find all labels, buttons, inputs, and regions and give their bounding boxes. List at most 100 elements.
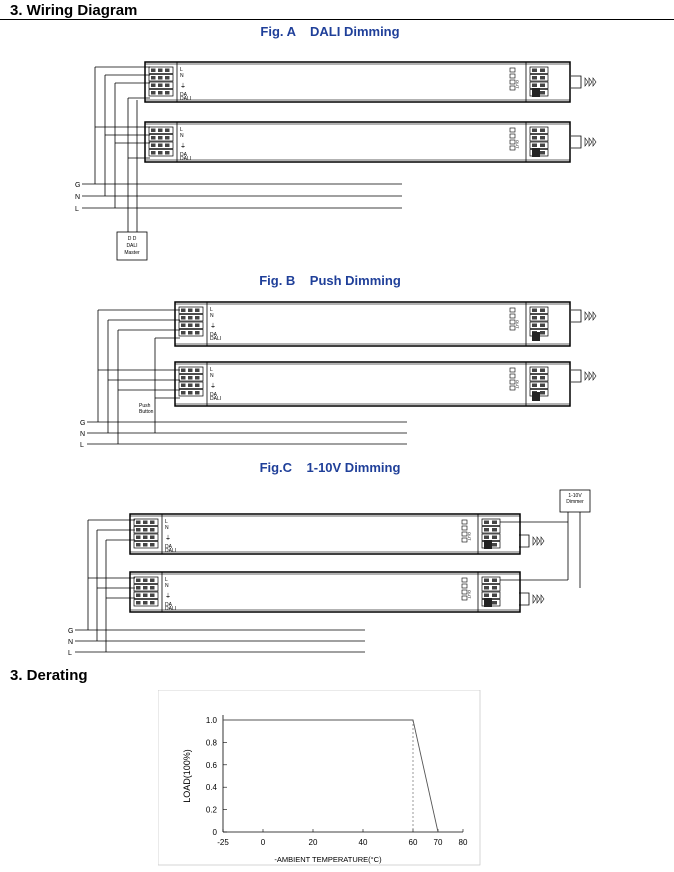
led-diode xyxy=(540,536,545,546)
y-tick-label: 0.6 xyxy=(206,761,218,770)
output-terminal xyxy=(529,126,549,134)
led-lead xyxy=(571,309,582,323)
derating-section-title: 3. Derating xyxy=(10,667,88,684)
terminal-screw xyxy=(158,136,163,140)
terminal-screw xyxy=(136,601,141,605)
led-diode xyxy=(592,77,597,87)
terminal-screw xyxy=(143,528,148,532)
input-terminal-block xyxy=(148,66,174,97)
led-diode xyxy=(592,311,597,321)
terminal-screw xyxy=(143,586,148,590)
fig-c-title: Fig.C 1-10V Dimming xyxy=(259,460,401,475)
led-diode xyxy=(588,371,593,381)
terminal-screw xyxy=(150,593,155,597)
terminal-screw xyxy=(492,593,497,597)
output-terminal-block xyxy=(529,366,549,397)
driver-inner-frame xyxy=(129,573,521,611)
terminal-screw xyxy=(158,91,163,95)
x-axis-label: -AMBIENT TEMPERATURE(°C) xyxy=(274,855,382,864)
output-label: OUT xyxy=(515,320,520,329)
output-pin xyxy=(509,373,516,379)
driver-inner-frame xyxy=(129,515,521,553)
output-pin xyxy=(509,319,516,325)
label-earth: ⏚ xyxy=(210,323,216,330)
terminal-screw xyxy=(150,520,155,524)
output-label: OUT xyxy=(515,380,520,389)
driver-body xyxy=(129,571,521,613)
led-load-b2 xyxy=(571,369,597,383)
terminal-screw xyxy=(532,143,537,147)
terminal-screw xyxy=(158,76,163,80)
output-clip xyxy=(532,148,540,157)
terminal-screw xyxy=(532,376,537,380)
terminal-screw xyxy=(143,543,148,547)
terminal-screw xyxy=(151,91,156,95)
terminal-screw xyxy=(484,520,489,524)
terminal-screw xyxy=(492,528,497,532)
terminal-screw xyxy=(540,391,545,395)
bus-label-l: L xyxy=(68,650,72,655)
label-n: N xyxy=(165,583,169,589)
x-tick-label: 70 xyxy=(434,838,443,847)
terminal-screw xyxy=(532,68,537,72)
terminal-screw xyxy=(158,83,163,87)
led-lead xyxy=(571,369,582,383)
terminal-screw xyxy=(540,323,545,327)
terminal-screw xyxy=(540,316,545,320)
push-button-text: Button xyxy=(139,409,154,415)
terminal-screw xyxy=(181,376,186,380)
label-earth: ⏚ xyxy=(165,535,171,542)
bus-label-n: N xyxy=(80,431,85,438)
terminal-screw xyxy=(492,543,497,547)
label-l: L xyxy=(180,127,183,133)
x-tick-label: -25 xyxy=(217,838,229,847)
label-da: DA xyxy=(165,544,173,550)
led-diode xyxy=(584,371,589,381)
label-dali: DALI xyxy=(165,548,176,554)
terminal-screw xyxy=(195,308,200,312)
chart-frame xyxy=(158,690,481,866)
output-terminal xyxy=(529,74,549,82)
label-n: N xyxy=(180,133,184,139)
output-clip xyxy=(532,392,540,401)
output-pin xyxy=(461,519,468,525)
terminal-screw xyxy=(195,368,200,372)
led-load-a2 xyxy=(571,135,597,149)
led-lead xyxy=(571,135,582,149)
terminal-screw xyxy=(136,593,141,597)
input-terminal-block xyxy=(178,306,204,337)
output-terminal xyxy=(529,306,549,314)
derating-curve xyxy=(223,719,439,833)
terminal-screw xyxy=(150,543,155,547)
driver-inner-frame xyxy=(174,303,571,345)
led-diode xyxy=(532,594,537,604)
led-diode xyxy=(584,311,589,321)
led-diode xyxy=(584,137,589,147)
terminal-screw xyxy=(540,368,545,372)
terminal-screw xyxy=(540,136,545,140)
terminal-screw xyxy=(136,528,141,532)
terminal-screw xyxy=(195,316,200,320)
terminal-screw xyxy=(165,151,170,155)
terminal-screw xyxy=(492,586,497,590)
driver-inner-frame xyxy=(144,123,571,161)
terminal-screw xyxy=(188,376,193,380)
output-pin xyxy=(461,589,468,595)
output-terminal xyxy=(529,66,549,74)
led-diode xyxy=(592,137,597,147)
terminal-screw xyxy=(188,323,193,327)
y-tick-label: 0.8 xyxy=(206,738,218,747)
terminal-screw xyxy=(151,76,156,80)
dali-master-text: DALI xyxy=(126,243,137,249)
terminal-screw xyxy=(158,68,163,72)
output-terminal xyxy=(529,134,549,142)
led-load-c1 xyxy=(519,534,545,548)
label-da: DA xyxy=(180,92,188,98)
output-label: OUT xyxy=(515,80,520,89)
terminal-screw xyxy=(532,316,537,320)
label-da: DA xyxy=(165,602,173,608)
terminal-screw xyxy=(150,578,155,582)
dimmer-frame xyxy=(559,489,591,513)
